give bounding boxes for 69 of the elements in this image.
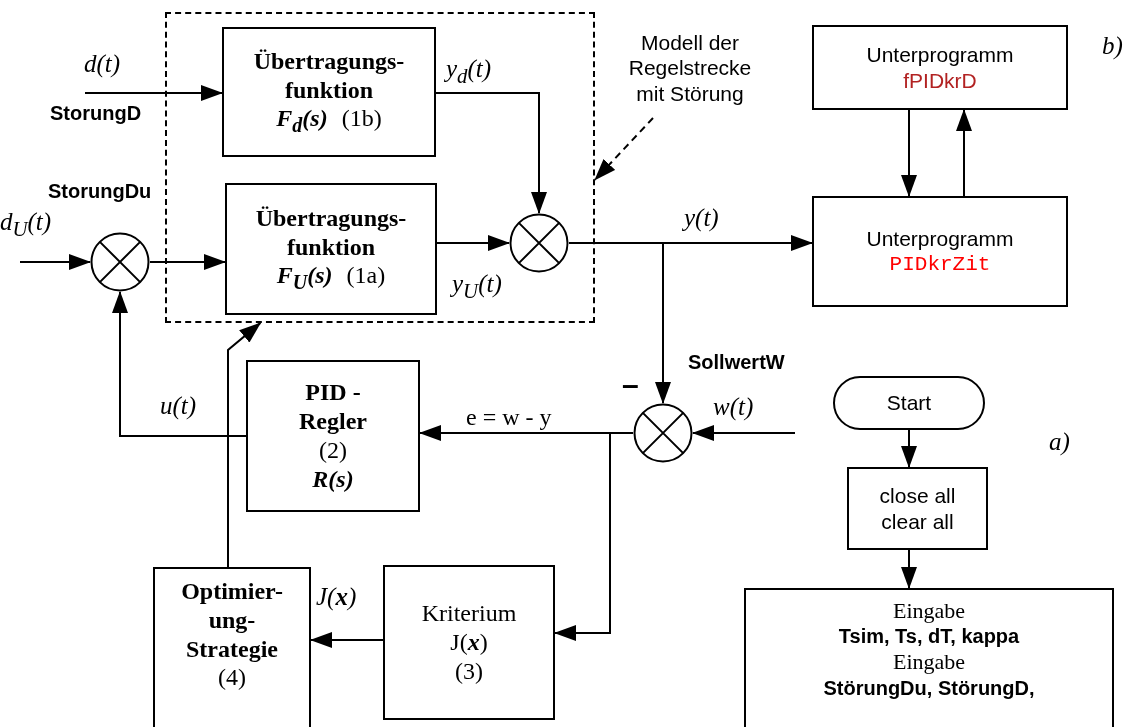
signal-label: u(t) xyxy=(160,392,197,420)
signal-label: d(t) xyxy=(84,50,121,78)
arrow xyxy=(19,254,91,270)
signal-name: SollwertW xyxy=(688,350,785,375)
arrow xyxy=(436,235,510,251)
transfer-function: R(s) xyxy=(312,464,354,494)
equation-number: (4) xyxy=(218,663,246,693)
box-text: Unterprogramm xyxy=(866,42,1014,68)
subprogram-box xyxy=(812,25,1068,110)
arrow xyxy=(568,242,671,404)
arrow xyxy=(554,432,634,641)
transfer-function: F$_{d}$(s) xyxy=(276,104,328,138)
summing-junction xyxy=(509,213,569,273)
minus-sign: – xyxy=(622,367,639,403)
arrow xyxy=(149,254,226,270)
block-title: Optimier- ung- Strategie xyxy=(180,577,284,664)
box-text: Start xyxy=(886,390,932,416)
summing-junction xyxy=(90,232,150,292)
block-box xyxy=(225,183,437,315)
signal-label: w(t) xyxy=(713,393,754,421)
signal-label: y(t) xyxy=(684,204,719,232)
equation-number: Kriterium xyxy=(421,599,517,629)
controller-box xyxy=(246,360,420,512)
process-box xyxy=(847,467,988,550)
signal-name: StorungDu xyxy=(48,179,152,204)
signal-label: y$_{d}$(t) xyxy=(446,55,492,88)
block-title: Übertragungs- funktion xyxy=(252,46,406,105)
arrow xyxy=(956,109,972,197)
equation-number: (1a) xyxy=(346,261,386,291)
process-box xyxy=(744,588,1114,727)
box-text: close all clear all xyxy=(878,483,957,534)
strategy-box xyxy=(153,567,311,727)
equation-number: (1b) xyxy=(341,104,382,134)
parameter-list: StörungDu, StörungD, xyxy=(823,675,1035,701)
signal-label: J(x) xyxy=(316,583,357,611)
dashed-group-box xyxy=(165,12,595,323)
equation-number: (2) xyxy=(319,436,347,465)
arrow xyxy=(310,632,384,648)
arrow xyxy=(692,425,796,441)
signal-label: y$_{U}$(t) xyxy=(452,270,502,303)
arrow xyxy=(901,429,917,468)
signal-name: StorungD xyxy=(50,101,142,126)
equation-number: J(x) xyxy=(450,628,488,657)
leader-arrow xyxy=(594,117,654,181)
block-title: Übertragungs- funktion xyxy=(254,203,408,262)
panel-label: b) xyxy=(1102,32,1123,60)
summing-junction xyxy=(633,403,693,463)
arrow xyxy=(901,109,917,197)
transfer-function: F$_{U}$(s) xyxy=(276,261,333,295)
signal-label: d$_{U}$(t) xyxy=(0,208,52,241)
block-box xyxy=(222,27,436,157)
box-text: Unterprogramm xyxy=(866,226,1014,252)
arrow xyxy=(112,291,247,437)
arrow xyxy=(901,549,917,589)
equation-number: (3) xyxy=(455,656,483,686)
panel-label: a) xyxy=(1049,428,1070,456)
criterion-box xyxy=(383,565,555,720)
input-text: Eingabe xyxy=(892,598,966,625)
program-name: PIDkrZit xyxy=(889,251,991,277)
arrow xyxy=(84,85,223,101)
subprogram-box xyxy=(812,196,1068,307)
box-text: Modell der Regelstrecke mit Störung xyxy=(627,30,753,106)
parameter-list: Tsim, Ts, dT, kappa xyxy=(838,624,1020,650)
block-title: PID - Regler xyxy=(298,378,368,436)
arrow xyxy=(227,322,262,568)
input-text: Eingabe xyxy=(892,649,966,676)
arrow xyxy=(435,92,547,214)
signal-label: e = w - y xyxy=(466,403,552,432)
program-name: fPIDkrD xyxy=(903,67,977,93)
